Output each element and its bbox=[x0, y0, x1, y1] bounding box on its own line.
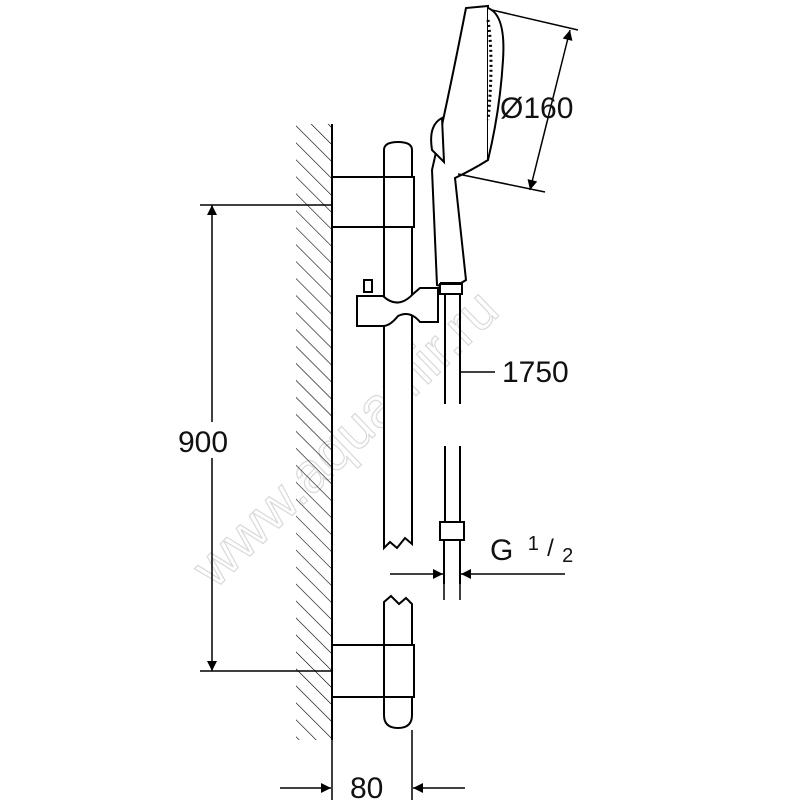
wall-offset-label: 80 bbox=[350, 772, 383, 800]
hand-shower bbox=[430, 4, 505, 295]
shower-hose bbox=[439, 294, 465, 584]
diameter-dimension bbox=[457, 9, 579, 193]
hose-length-label: 1750 bbox=[502, 356, 569, 389]
wall-offset-dimension bbox=[280, 730, 465, 800]
thread-dimension bbox=[390, 569, 565, 600]
rail-height-label: 900 bbox=[178, 426, 228, 459]
thread-frac-num: 1 bbox=[528, 533, 539, 555]
rail-height-dimension bbox=[200, 204, 332, 672]
thread-label: G 1 / 2 bbox=[490, 524, 573, 567]
thread-main: G bbox=[490, 534, 513, 567]
slider-holder bbox=[356, 279, 439, 327]
wall-bracket-bottom bbox=[331, 644, 415, 698]
wall-bracket-top bbox=[331, 176, 415, 228]
thread-frac-slash: / bbox=[547, 535, 554, 562]
shower-rail bbox=[383, 140, 413, 730]
diameter-label: Ø160 bbox=[500, 92, 573, 125]
thread-frac-den: 2 bbox=[562, 545, 573, 567]
wall bbox=[296, 124, 333, 740]
